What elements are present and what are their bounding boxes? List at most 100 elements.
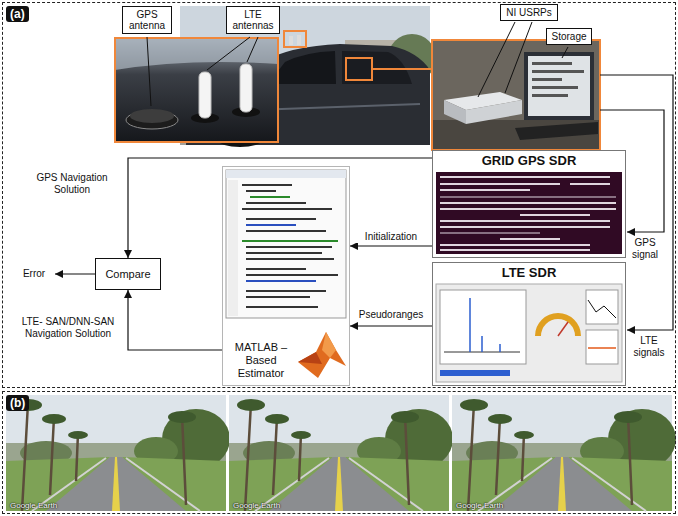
matlab-screenshot	[246, 274, 338, 276]
matlab-screenshot	[246, 224, 296, 226]
process-box: Compare	[95, 258, 161, 290]
matlab-screenshot	[246, 246, 332, 248]
equipment-inset	[478, 22, 532, 97]
matlab-screenshot	[246, 218, 316, 220]
matlab-logo	[298, 332, 346, 378]
matlab-screenshot	[228, 180, 238, 316]
callout-box: NI USRPs	[500, 4, 558, 21]
car-photo	[297, 35, 301, 45]
callout-box: LTE antennas	[226, 6, 280, 34]
antenna-inset	[199, 72, 211, 118]
equipment-inset	[562, 47, 568, 58]
flow-arrow	[128, 158, 432, 258]
car-photo	[284, 31, 306, 47]
matlab-screenshot	[226, 170, 346, 178]
node-text: LTE SDR	[433, 263, 625, 281]
node-text: (a)	[6, 6, 29, 22]
matlab-screenshot	[246, 268, 306, 270]
matlab-screenshot	[242, 184, 292, 186]
node-text: GRID GPS SDR	[433, 151, 625, 169]
lte-sdr-screenshot	[588, 300, 616, 318]
lte-sdr-screenshot	[436, 284, 622, 382]
gps-sdr-screenshot	[440, 244, 590, 246]
estimator-box: MATLAB – Based Estimator	[222, 166, 350, 386]
equipment-inset	[532, 94, 568, 97]
antenna-inset	[115, 38, 278, 142]
equipment-inset	[532, 70, 584, 73]
callout-box: Storage	[546, 28, 592, 45]
antenna-inset	[130, 109, 174, 123]
gps-sdr-screenshot	[436, 172, 622, 254]
gps-sdr-screenshot	[440, 202, 616, 204]
signal-lines	[55, 75, 673, 330]
matlab-screenshot	[246, 230, 326, 232]
equipment-inset	[532, 86, 578, 89]
gps-sdr-screenshot	[440, 176, 610, 178]
signal-label: GPS signal	[628, 237, 662, 261]
edge-group	[128, 158, 432, 350]
equipment-inset	[432, 40, 600, 150]
node-text: Storage	[549, 31, 589, 42]
car-photo	[346, 58, 372, 80]
street-photo	[452, 395, 676, 511]
matlab-screenshot	[246, 280, 316, 282]
node-text: MATLAB – Based Estimator	[227, 341, 295, 380]
gps-sdr-screenshot	[440, 220, 610, 222]
street-photos	[6, 395, 676, 511]
lte-sdr-screenshot	[588, 347, 616, 349]
sdr-panel: GRID GPS SDR	[432, 150, 626, 258]
gps-sdr-screenshot	[436, 172, 622, 254]
antenna-inset	[115, 38, 278, 142]
antenna-inset	[207, 37, 258, 70]
node-text: (b)	[6, 395, 29, 411]
gps-sdr-screenshot	[440, 183, 560, 185]
lte-sdr-screenshot	[558, 322, 568, 336]
antenna-inset	[115, 38, 278, 70]
gps-sdr-screenshot	[440, 249, 590, 251]
matlab-screenshot	[246, 252, 322, 254]
antenna-inset	[147, 37, 151, 106]
edge-label: Initialization	[352, 231, 430, 243]
antenna-inset	[240, 64, 252, 112]
equipment-inset	[432, 120, 600, 150]
equipment-inset	[528, 56, 590, 116]
matlab-logo	[298, 332, 346, 378]
signal-label: Error	[18, 268, 50, 280]
matlab-screenshot	[242, 184, 338, 308]
matlab-screenshot	[246, 296, 310, 298]
lte-sdr-screenshot	[440, 290, 526, 364]
matlab-screenshot	[246, 258, 334, 260]
matlab-screenshot	[242, 240, 338, 242]
lte-sdr-screenshot	[440, 370, 510, 376]
matlab-screenshot	[246, 306, 318, 308]
signal-label: LTE signals	[628, 335, 670, 359]
edge-label: LTE- SAN/DNN-SAN Navigation Solution	[12, 316, 124, 340]
watermark: Google Earth	[10, 501, 70, 511]
gps-sdr-screenshot	[440, 196, 616, 198]
edge-label: GPS Navigation Solution	[22, 172, 122, 196]
antenna-inset	[115, 37, 278, 142]
car-photo	[372, 68, 432, 70]
equipment-inset	[444, 100, 466, 124]
lte-sdr-screenshot	[586, 290, 618, 324]
gps-sdr-screenshot	[440, 189, 530, 191]
callout-box: GPS antenna	[122, 6, 172, 34]
node-text: LTE antennas	[229, 9, 277, 31]
watermark: Google Earth	[233, 501, 293, 511]
edge-label: Pseudoranges	[352, 309, 430, 321]
gps-sdr-screenshot	[570, 183, 610, 185]
matlab-logo	[298, 352, 322, 364]
equipment-inset	[524, 52, 594, 120]
gps-sdr-screenshot	[440, 208, 616, 210]
watermark: Google Earth	[456, 501, 516, 511]
matlab-screenshot	[246, 290, 326, 292]
street-photo	[6, 395, 230, 511]
gps-sdr-screenshot	[520, 214, 590, 216]
lte-sdr-screenshot	[470, 298, 500, 352]
matlab-screenshot	[246, 202, 306, 204]
lte-sdr-screenshot	[436, 284, 622, 382]
panel-frame: (b)	[2, 391, 676, 514]
matlab-screenshot	[226, 170, 346, 318]
street-photo	[229, 395, 453, 511]
